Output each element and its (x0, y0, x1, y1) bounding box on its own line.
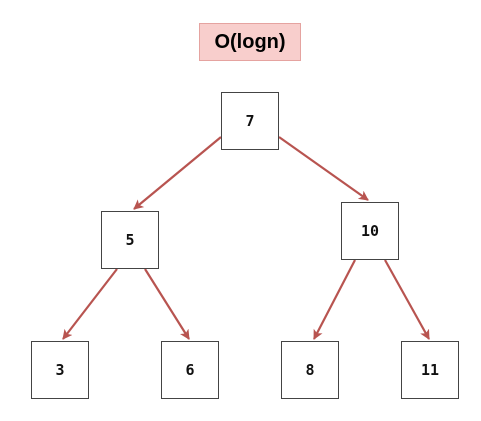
tree-node-right: 10 (341, 202, 399, 260)
edge-10-to-8 (313, 259, 356, 340)
tree-node-root: 7 (221, 92, 279, 150)
edge-5-to-6 (144, 268, 190, 340)
tree-node-left: 5 (101, 211, 159, 269)
tree-node-right-right: 11 (401, 341, 459, 399)
tree-node-right-left: 8 (281, 341, 339, 399)
edge-7-to-10 (278, 136, 369, 201)
edge-7-to-5 (133, 136, 222, 210)
tree-node-left-right: 6 (161, 341, 219, 399)
edge-5-to-3 (62, 268, 118, 340)
complexity-title: O(logn) (199, 23, 301, 61)
tree-node-left-left: 3 (31, 341, 89, 399)
edge-10-to-11 (384, 259, 430, 340)
